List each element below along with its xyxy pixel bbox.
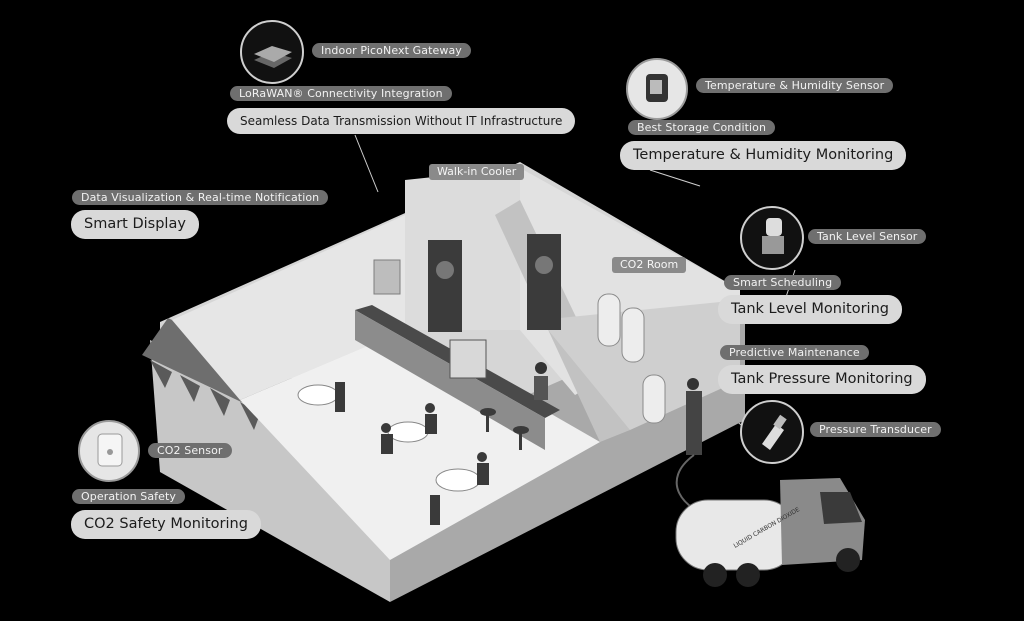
data-visualization-label: Data Visualization & Real-time Notificat… bbox=[72, 190, 329, 205]
dining-tables bbox=[297, 384, 481, 492]
co2-sensor-icon bbox=[78, 420, 140, 482]
walk-in-cooler-wall bbox=[405, 168, 520, 330]
co2-safety-monitoring-pill: CO2 Safety Monitoring bbox=[71, 510, 261, 539]
technician bbox=[686, 391, 702, 455]
pressure-transducer-icon bbox=[740, 400, 804, 464]
smart-display-pill: Smart Display bbox=[71, 210, 199, 239]
predictive-maintenance-label: Predictive Maintenance bbox=[720, 345, 869, 360]
smart-scheduling-label: Smart Scheduling bbox=[724, 275, 842, 290]
bartender bbox=[534, 376, 548, 400]
smart-display-screen bbox=[373, 259, 401, 295]
pressure-transducer-label: Pressure Transducer bbox=[810, 422, 941, 437]
tank-level-sensor-icon bbox=[740, 206, 804, 270]
co2-room-door bbox=[527, 234, 561, 330]
best-storage-label: Best Storage Condition bbox=[628, 120, 776, 135]
coffee-machine bbox=[449, 339, 487, 379]
co2-delivery-truck: LIQUID CARBON DIOXIDE bbox=[675, 478, 865, 587]
tank-level-monitoring-pill: Tank Level Monitoring bbox=[718, 295, 902, 324]
bar-stools bbox=[480, 408, 529, 450]
co2-sensor-label: CO2 Sensor bbox=[148, 443, 232, 458]
tank-pressure-monitoring-pill: Tank Pressure Monitoring bbox=[718, 365, 926, 394]
gateway-icon bbox=[240, 20, 304, 84]
walk-in-door bbox=[428, 240, 462, 332]
bar-counter-front bbox=[355, 310, 545, 450]
operation-safety-label: Operation Safety bbox=[72, 489, 186, 504]
temperature-humidity-sensor-icon bbox=[626, 58, 688, 120]
seamless-transmission-pill: Seamless Data Transmission Without IT In… bbox=[227, 108, 576, 134]
temp-humidity-monitoring-pill: Temperature & Humidity Monitoring bbox=[620, 141, 907, 170]
co2-room-tag: CO2 Room bbox=[612, 257, 687, 273]
front-left-wall bbox=[150, 340, 390, 602]
lorawan-label: LoRaWAN® Connectivity Integration bbox=[230, 86, 452, 101]
co2-tanks bbox=[597, 293, 666, 424]
tank-sensor-label: Tank Level Sensor bbox=[808, 229, 927, 244]
dining-back-left-wall bbox=[172, 215, 405, 400]
gateway-label: Indoor PicoNext Gateway bbox=[312, 43, 471, 58]
temp-sensor-label: Temperature & Humidity Sensor bbox=[696, 78, 894, 93]
diners bbox=[335, 382, 489, 525]
walk-in-cooler-tag: Walk-in Cooler bbox=[429, 164, 525, 180]
